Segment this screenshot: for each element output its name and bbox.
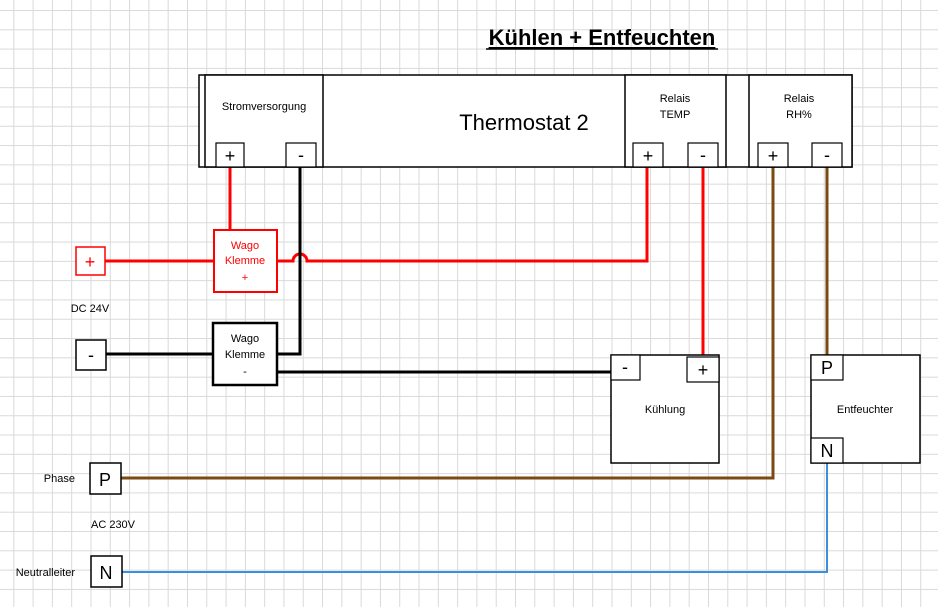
phase-terminal (89, 462, 122, 495)
dc-plus-terminal (75, 246, 106, 276)
dehumidifier-n-sign: N (821, 441, 834, 461)
relay-temp-minus-terminal (687, 142, 719, 168)
relay-rh-minus-sign: - (824, 145, 830, 165)
dehumidifier-n-terminal (810, 437, 844, 464)
wago-plus-label-3: + (242, 272, 248, 284)
dehumidifier-label: Entfeuchter (837, 404, 894, 416)
cooling-plus-terminal (686, 356, 720, 383)
wago-minus-label-2: Klemme (225, 349, 265, 361)
wire-phase-to-relay-rh-plus (121, 167, 775, 480)
dc-plus-sign: + (85, 252, 96, 272)
thermostat-block: Stromversorgung Thermostat 2 Relais TEMP… (198, 74, 853, 168)
cooling-plus-sign: + (698, 360, 709, 380)
wire-wago-to-relay-temp-plus (277, 167, 649, 263)
thermostat-label: Thermostat 2 (459, 110, 589, 135)
ac-voltage-label: AC 230V (91, 519, 136, 531)
neutral-sign: N (100, 563, 113, 583)
wago-minus-label-1: Wago (231, 333, 259, 345)
relay-rh-label-2: RH% (786, 109, 812, 121)
wago-plus-box (213, 229, 278, 293)
dc-minus-terminal (75, 339, 107, 371)
relay-rh-plus-terminal (757, 142, 789, 168)
relay-temp-minus-sign: - (700, 145, 706, 165)
dc-minus-sign: - (88, 345, 94, 365)
psu-minus-terminal (285, 142, 317, 168)
relay-temp-label-2: TEMP (660, 109, 691, 121)
relay-rh-minus-terminal (811, 142, 843, 168)
psu-plus-sign: + (225, 146, 236, 166)
cooling-label: Kühlung (645, 404, 685, 416)
relay-temp-plus-sign: + (643, 146, 654, 166)
cooling-minus-terminal (610, 354, 641, 381)
neutral-label: Neutralleiter (16, 567, 76, 579)
cooling-minus-sign: - (622, 357, 628, 377)
dehumidifier-p-terminal (810, 354, 844, 381)
relay-temp-plus-terminal (632, 142, 664, 168)
relay-rh-plus-sign: + (768, 146, 779, 166)
wago-minus-box (211, 321, 279, 387)
diagram-title: Kühlen + Entfeuchten (489, 25, 716, 50)
phase-sign: P (99, 470, 111, 490)
psu-plus-terminal (215, 142, 245, 168)
neutral-terminal (90, 555, 123, 588)
relay-temp-label-1: Relais (660, 93, 691, 105)
phase-label: Phase (44, 473, 75, 485)
power-supply-label: Stromversorgung (222, 101, 306, 113)
wago-plus-label-1: Wago (231, 240, 259, 252)
dehumidifier-p-sign: P (821, 358, 833, 378)
wago-plus-label-2: Klemme (225, 255, 265, 267)
relay-rh-label-1: Relais (784, 93, 815, 105)
psu-minus-sign: - (298, 145, 304, 165)
wire-psu-minus-to-wago (277, 167, 302, 356)
dc-voltage-label: DC 24V (71, 303, 110, 315)
wire-neutral-to-dehumidifier (122, 463, 828, 573)
wago-minus-label-3: - (243, 366, 247, 378)
